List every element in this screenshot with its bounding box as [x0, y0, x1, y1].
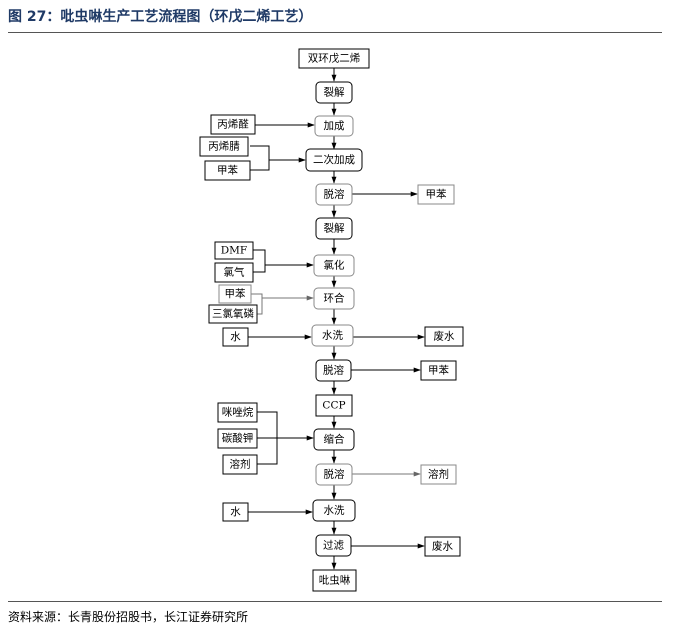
node-label: 碳酸钾: [222, 432, 254, 445]
node-label: 甲苯: [426, 188, 447, 201]
node-desolvation-2: 脱溶: [315, 359, 352, 382]
edge-inputs-chlorination: [253, 249, 313, 273]
node-filtration: 过滤: [315, 534, 352, 557]
node-dmf: DMF: [214, 241, 254, 260]
node-toluene-output-1: 甲苯: [417, 184, 455, 205]
node-ccp: CCP: [315, 394, 353, 417]
node-label: 甲苯: [225, 287, 246, 300]
nodes: 双环戊二烯 裂解 加成 丙烯醛 丙烯腈 甲苯 二次加成 脱溶: [199, 48, 464, 592]
node-water-input-2: 水: [222, 502, 249, 522]
node-label: 水洗: [324, 505, 345, 517]
node-label: 水: [230, 331, 241, 343]
node-label: 加成: [324, 120, 345, 132]
node-label: 溶剂: [230, 458, 251, 471]
node-label: 脱溶: [323, 364, 344, 377]
node-potassium-carbonate: 碳酸钾: [217, 428, 258, 449]
node-second-addition: 二次加成: [305, 148, 363, 172]
node-label: 过滤: [323, 539, 344, 552]
node-solvent-output: 溶剂: [420, 464, 457, 485]
node-water-input-1: 水: [222, 327, 249, 347]
node-label: 氯气: [224, 266, 245, 279]
node-cyclization: 环合: [313, 287, 355, 310]
node-desolvation-3: 脱溶: [315, 463, 353, 486]
title-rule: [8, 32, 662, 33]
node-imidacloprid-product: 吡虫啉: [312, 569, 357, 592]
figure-title: 图 27：吡虫啉生产工艺流程图（环戊二烯工艺）: [8, 9, 313, 25]
node-label: 甲苯: [428, 364, 449, 377]
node-label: 裂解: [324, 222, 345, 235]
node-label: 三氯氧磷: [212, 307, 254, 320]
node-toluene-output-2: 甲苯: [420, 360, 457, 381]
node-label: 裂解: [324, 86, 345, 99]
node-toluene-input-1: 甲苯: [204, 160, 251, 181]
edge-inputs-cyclization: [251, 294, 313, 315]
node-label: 丙烯醛: [217, 118, 249, 131]
edges: [248, 68, 425, 570]
node-chlorine: 氯气: [214, 262, 254, 283]
node-label: 环合: [324, 292, 345, 305]
node-label: 废水: [434, 330, 455, 343]
node-label: 二次加成: [313, 153, 355, 166]
source-rule: [8, 601, 662, 602]
node-label: 脱溶: [324, 188, 345, 201]
node-waste-water-2: 废水: [424, 536, 461, 557]
node-imidazolidine: 咪唑烷: [217, 402, 258, 423]
source-note: 资料来源：长青股份招股书，长江证券研究所: [8, 610, 249, 624]
node-waste-water-1: 废水: [424, 326, 464, 347]
node-label: 水洗: [322, 330, 343, 342]
node-toluene-input-2: 甲苯: [218, 284, 252, 304]
node-desolvation-1: 脱溶: [315, 183, 353, 206]
node-acrylonitrile: 丙烯腈: [199, 136, 249, 157]
node-water-wash-1: 水洗: [311, 324, 354, 347]
node-label: 脱溶: [324, 468, 345, 481]
edge-inputs-secondadd: [250, 145, 305, 171]
node-label: DMF: [221, 245, 247, 257]
node-chlorination: 氯化: [313, 254, 355, 277]
node-condensation: 缩合: [313, 428, 355, 451]
node-label: 甲苯: [217, 164, 238, 177]
node-addition: 加成: [314, 115, 354, 137]
node-cracking-2: 裂解: [315, 217, 353, 240]
node-label: 丙烯腈: [208, 140, 240, 153]
node-label: 氯化: [324, 259, 345, 272]
node-phosphorus-oxychloride: 三氯氧磷: [208, 304, 258, 324]
node-label: CCP: [322, 400, 345, 412]
node-label: 咪唑烷: [222, 406, 254, 419]
node-label: 双环戊二烯: [308, 52, 361, 65]
node-label: 水: [230, 506, 241, 518]
node-cracking-1: 裂解: [315, 81, 353, 104]
node-label: 吡虫啉: [319, 575, 351, 587]
node-label: 废水: [432, 540, 453, 553]
node-solvent-input: 溶剂: [222, 454, 258, 475]
node-acrolein: 丙烯醛: [210, 114, 256, 135]
node-label: 溶剂: [428, 468, 449, 481]
node-dicyclopentadiene: 双环戊二烯: [298, 48, 370, 69]
node-label: 缩合: [324, 433, 345, 446]
edge-inputs-condensation: [257, 411, 313, 465]
node-water-wash-2: 水洗: [312, 499, 356, 522]
